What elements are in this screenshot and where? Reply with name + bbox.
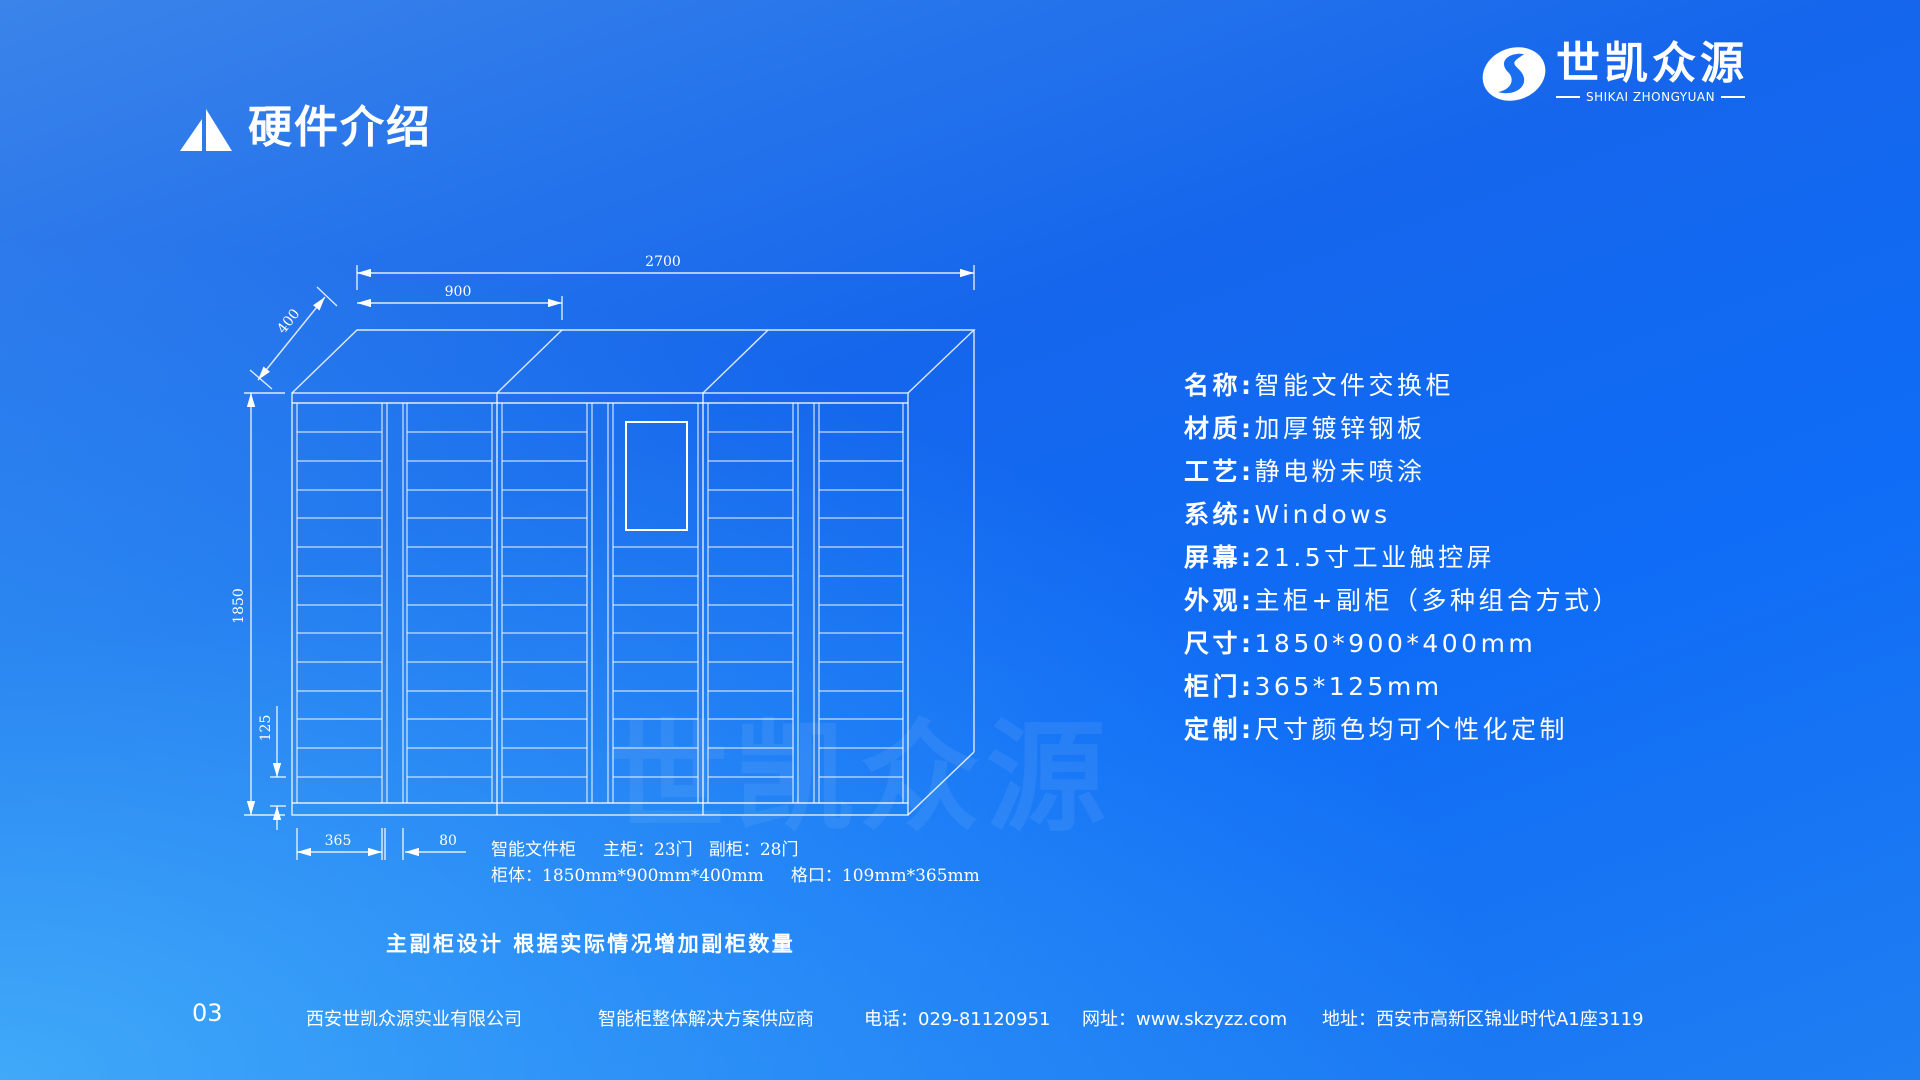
- spec-value: 21.5寸工业触控屏: [1254, 543, 1496, 572]
- logo-chinese-name: 世凯众源: [1556, 38, 1748, 89]
- spec-row-appearance: 外观:主柜+副柜（多种组合方式）: [1184, 579, 1621, 622]
- spec-value: 加厚镀锌钢板: [1254, 414, 1426, 443]
- footer-phone: 电话：029-81120951: [864, 1009, 1051, 1030]
- spec-key: 外观: [1184, 586, 1242, 615]
- spec-key: 尺寸: [1184, 629, 1242, 658]
- logo-s-icon: [1482, 47, 1546, 101]
- spec-colon: :: [1241, 371, 1255, 400]
- spec-row-size: 尺寸:1850*900*400mm: [1184, 622, 1621, 665]
- dim-door-height: 125: [258, 715, 274, 742]
- spec-row-custom: 定制:尺寸颜色均可个性化定制: [1184, 708, 1621, 751]
- spec-key: 柜门: [1184, 672, 1242, 701]
- spec-value: 365*125mm: [1254, 672, 1443, 701]
- spec-key: 系统: [1184, 500, 1242, 529]
- spec-colon: :: [1241, 715, 1255, 744]
- footer-company: 西安世凯众源实业有限公司: [306, 1009, 522, 1030]
- drawing-caption: 主副柜设计 根据实际情况增加副柜数量: [386, 932, 796, 956]
- watermark-text: 世凯众源: [608, 709, 1112, 848]
- company-logo: 世凯众源 SHIKAI ZHONGYUAN: [1480, 38, 1750, 108]
- logo-dash-right: [1721, 96, 1746, 98]
- spec-colon: :: [1241, 629, 1255, 658]
- spec-key: 材质: [1184, 414, 1242, 443]
- spec-value: Windows: [1254, 500, 1391, 529]
- spec-row-material: 材质:加厚镀锌钢板: [1184, 407, 1621, 450]
- spec-key: 名称: [1184, 371, 1242, 400]
- footer-address: 地址：西安市高新区锦业时代A1座3119: [1322, 1009, 1644, 1030]
- spec-colon: :: [1241, 457, 1255, 486]
- footer-slogan: 智能柜整体解决方案供应商: [598, 1009, 814, 1030]
- dim-pillar-width: 80: [439, 833, 457, 849]
- spec-colon: :: [1241, 414, 1255, 443]
- spec-row-name: 名称:智能文件交换柜: [1184, 364, 1621, 407]
- spec-value: 1850*900*400mm: [1254, 629, 1537, 658]
- spec-key: 工艺: [1184, 457, 1242, 486]
- spec-value: 主柜+副柜（多种组合方式）: [1254, 586, 1621, 615]
- dim-total-width: 2700: [645, 254, 681, 270]
- spec-key: 屏幕: [1184, 543, 1242, 572]
- dim-height: 1850: [231, 588, 247, 624]
- logo-english-text: SHIKAI ZHONGYUAN: [1586, 90, 1716, 104]
- spec-list: 名称:智能文件交换柜 材质:加厚镀锌钢板 工艺:静电粉末喷涂 系统:Window…: [1184, 364, 1621, 751]
- spec-value: 静电粉末喷涂: [1254, 457, 1426, 486]
- spec-value: 智能文件交换柜: [1254, 371, 1455, 400]
- spec-value: 尺寸颜色均可个性化定制: [1254, 715, 1569, 744]
- spec-colon: :: [1241, 672, 1255, 701]
- spec-row-system: 系统:Windows: [1184, 493, 1621, 536]
- dim-door-width: 365: [325, 833, 352, 849]
- spec-row-process: 工艺:静电粉末喷涂: [1184, 450, 1621, 493]
- spec-row-screen: 屏幕:21.5寸工业触控屏: [1184, 536, 1621, 579]
- page-number: 03: [192, 999, 223, 1027]
- dim-module-width: 900: [445, 284, 472, 300]
- drawing-note-line2: 柜体：1850mm*900mm*400mm 格口：109mm*365mm: [491, 866, 980, 886]
- drawing-note-line1: 智能文件柜 主柜：23门 副柜：28门: [491, 840, 799, 860]
- spec-colon: :: [1241, 543, 1255, 572]
- spec-row-door: 柜门:365*125mm: [1184, 665, 1621, 708]
- footer: 03 西安世凯众源实业有限公司 智能柜整体解决方案供应商 电话：029-8112…: [0, 999, 1920, 1031]
- dim-depth: 400: [274, 306, 303, 337]
- logo-dash-left: [1556, 96, 1580, 98]
- spec-colon: :: [1241, 500, 1255, 529]
- triangle-icon: [180, 109, 232, 151]
- spec-colon: :: [1241, 586, 1255, 615]
- touch-screen: [625, 421, 688, 531]
- footer-website: 网址：www.skzyzz.com: [1082, 1009, 1288, 1030]
- title-text: 硬件介绍: [248, 102, 432, 153]
- page-title: 硬件介绍: [180, 104, 432, 152]
- logo-english-name: SHIKAI ZHONGYUAN: [1556, 90, 1746, 104]
- spec-key: 定制: [1184, 715, 1242, 744]
